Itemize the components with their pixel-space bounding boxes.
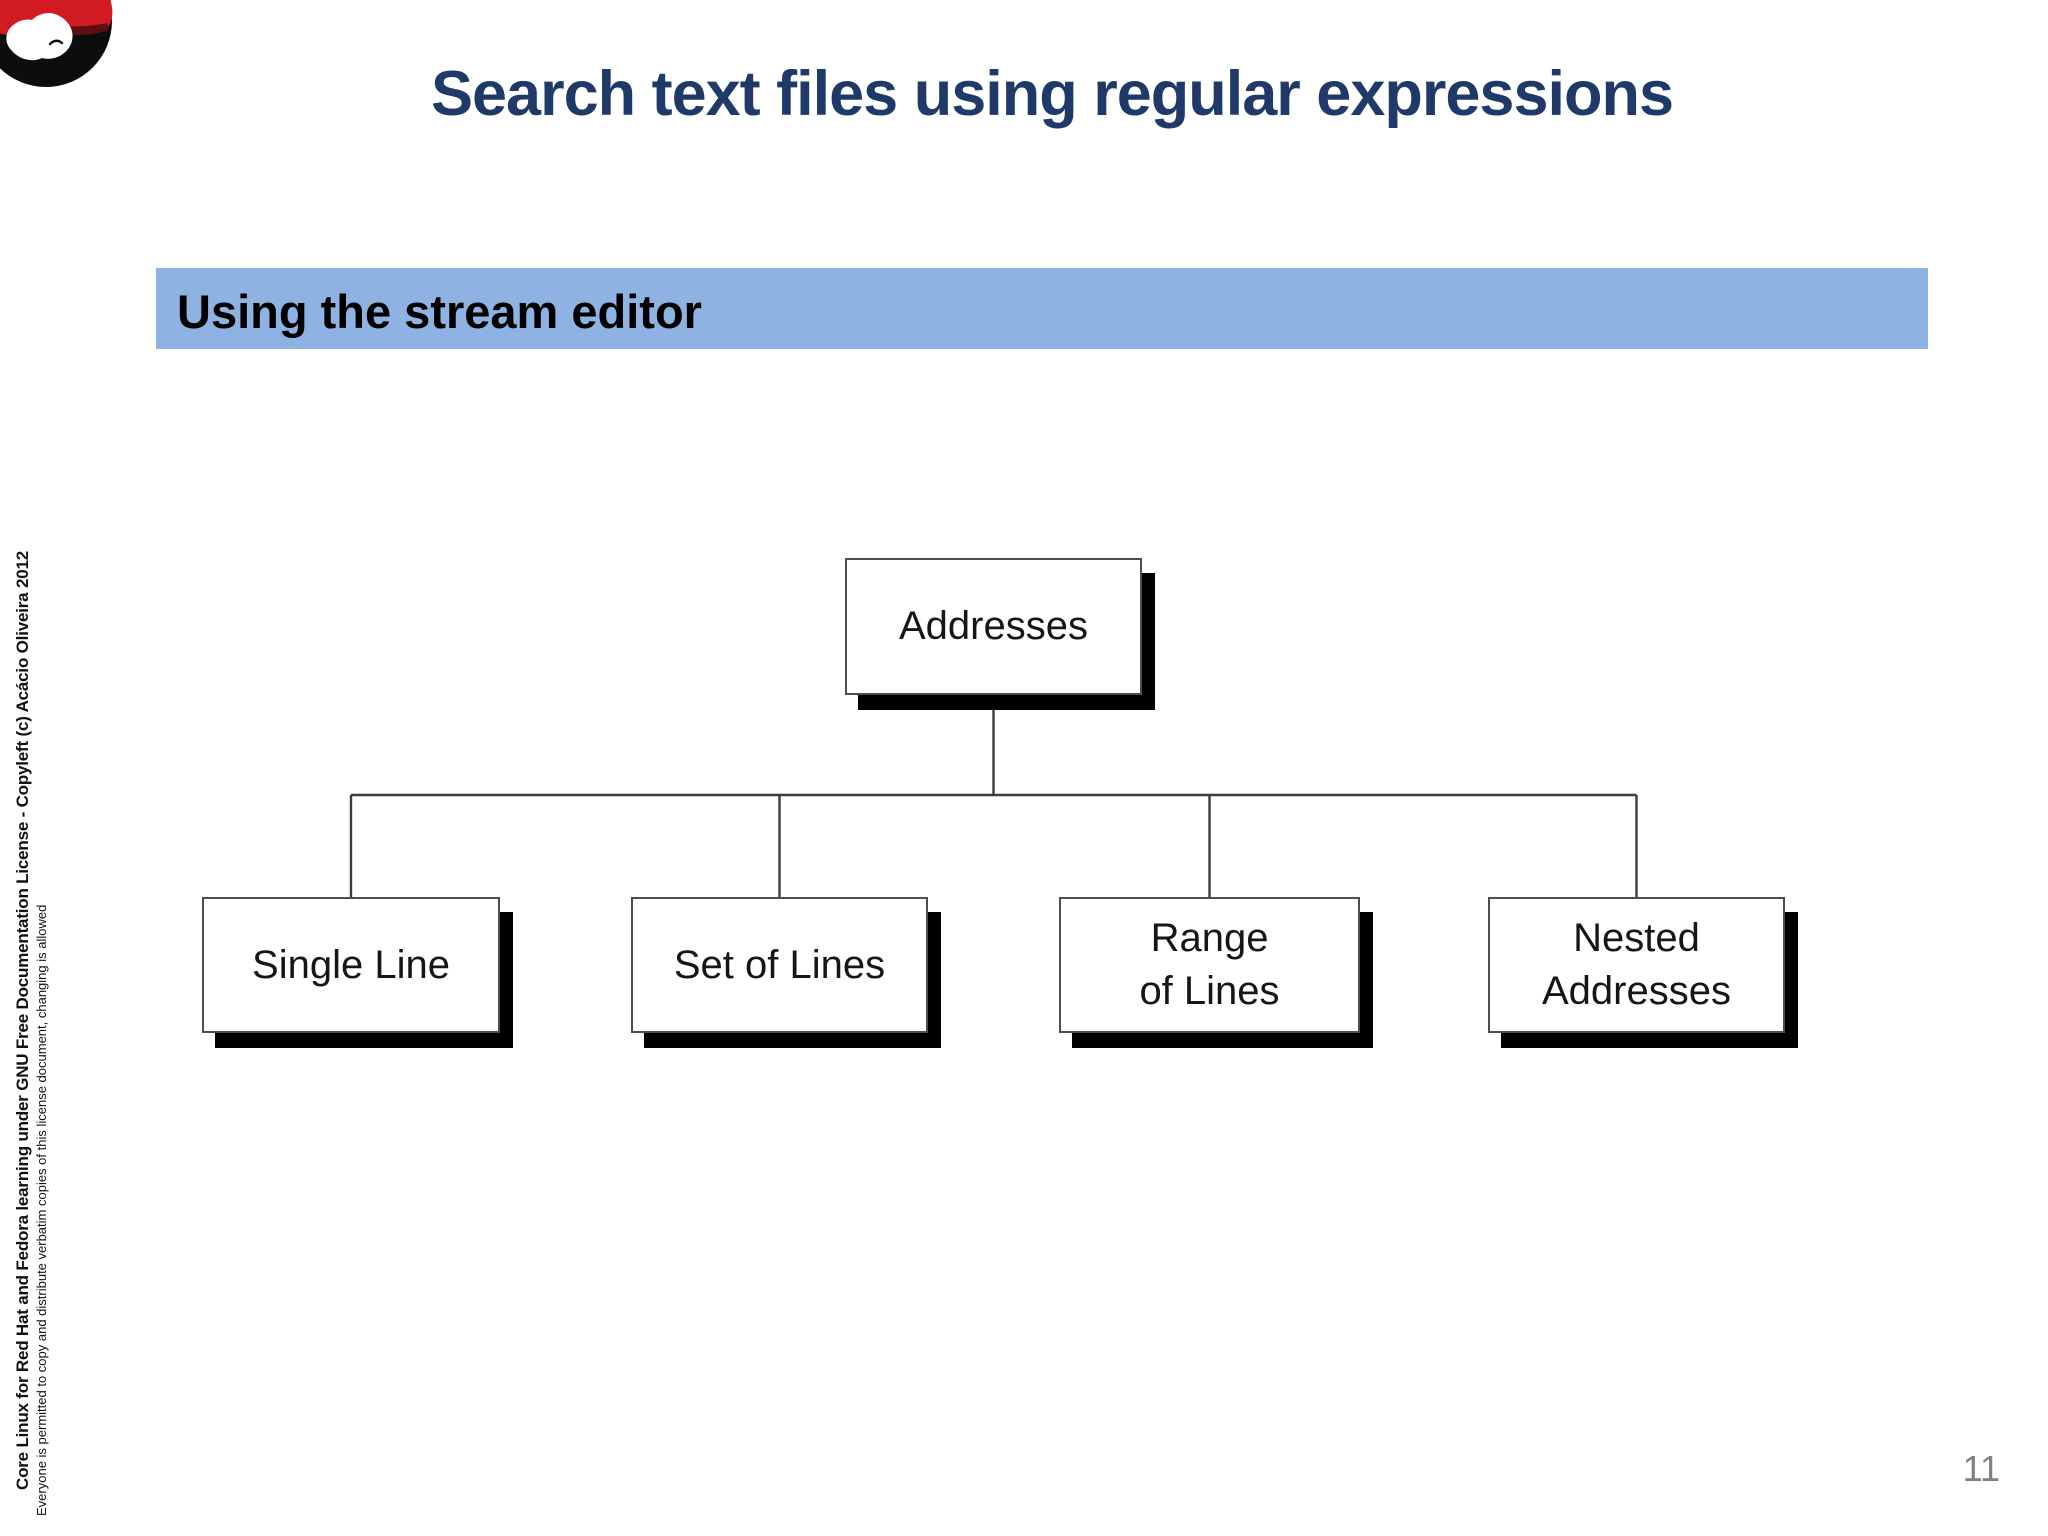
tree-node-set-of-lines: Set of Lines [631,897,928,1033]
tree-node-label: Single Line [252,942,450,987]
tree-node-label: Set of Lines [673,942,886,987]
tree-node-addresses: Addresses [845,558,1142,695]
page-number: 11 [1962,1448,2000,1489]
tree-node-label: Addresses [899,604,1088,648]
red-hat-logo-icon [0,0,113,87]
slide-title: Search text files using regular expressi… [430,59,1674,129]
license-line-2: Everyone is permitted to copy and distri… [34,904,49,1516]
tree-node-label-line1: Range [1150,916,1269,960]
tree-node-label-line2: of Lines [1139,969,1280,1013]
tree-node-label-line2: Addresses [1542,969,1731,1013]
tree-node-nested-addresses: Nested Addresses [1488,897,1785,1033]
tree-node-single-line: Single Line [202,897,500,1033]
logo-eye [48,39,64,46]
license-sidebar: Core Linux for Red Hat and Fedora learni… [12,506,50,1516]
tree-node-label-line1: Nested [1573,916,1700,960]
section-banner-label: Using the stream editor [177,285,702,338]
section-banner: Using the stream editor [156,268,1928,349]
logo-face [6,13,73,61]
tree-node-range-of-lines: Range of Lines [1059,897,1360,1033]
license-line-1: Core Linux for Red Hat and Fedora learni… [13,551,32,1490]
